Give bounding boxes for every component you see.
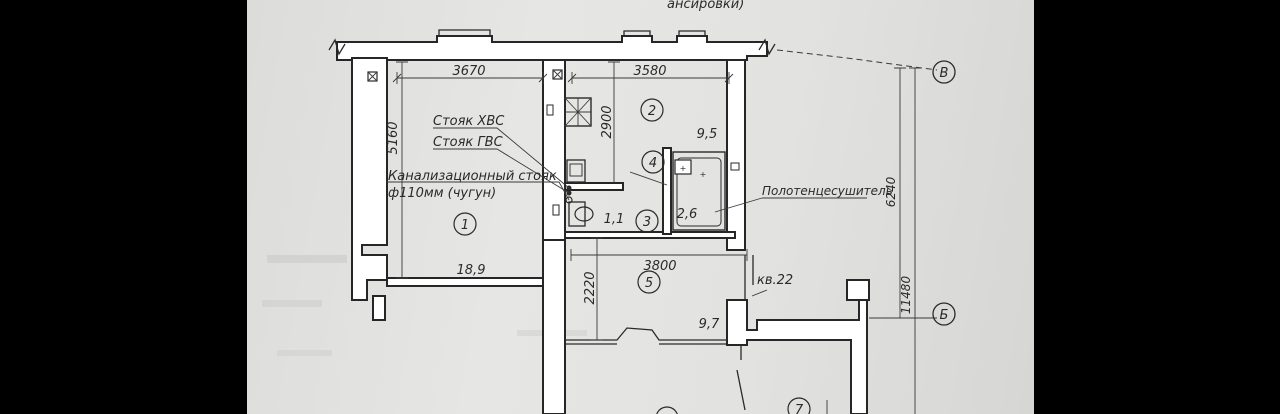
top-caption-fragment: ансировки) <box>667 0 744 12</box>
towel-dryer-label: Полотенцесушитель <box>762 184 893 198</box>
washbasin-icon <box>674 159 692 175</box>
svg-text:+: + <box>680 164 687 173</box>
dim-line-5160 <box>396 61 408 279</box>
area-room-5: 9,7 <box>699 317 720 332</box>
leader-lines <box>387 127 867 297</box>
room1-bottom-wall <box>386 277 544 287</box>
right-black-bar <box>1034 0 1280 414</box>
left-outer-wall <box>351 57 388 301</box>
partition-wall-1-2 <box>542 59 566 241</box>
axis-markers: В Б <box>932 60 956 326</box>
dim-line-3670 <box>392 72 548 84</box>
wall-socket-1 <box>546 104 554 116</box>
kv22-boundary <box>744 255 754 300</box>
vent-shaft-small-left <box>367 71 378 82</box>
top-outer-wall <box>336 35 768 61</box>
right-outer-wall <box>726 59 746 251</box>
bathtub-icon <box>672 151 726 231</box>
floor-plan-drawing: ансировки) <box>262 0 956 414</box>
axis-label-v: В <box>940 66 949 81</box>
hot-riser-label: Стояк ГВС <box>433 135 504 150</box>
axis-line-v <box>776 49 938 71</box>
leader-kv22 <box>751 289 768 297</box>
area-room-4: 2,6 <box>677 207 698 222</box>
axis-bubble-v <box>932 60 956 84</box>
left-black-bar <box>0 0 247 414</box>
leader-cold-riser <box>433 127 570 189</box>
area-room-2: 9,5 <box>697 127 718 142</box>
dim-3670: 3670 <box>452 64 485 79</box>
room-1-circle <box>453 212 477 236</box>
axis-bubble-b <box>932 302 956 326</box>
room-6-circle-partial <box>656 406 678 414</box>
room-4-number: 4 <box>649 156 657 171</box>
dim-3800: 3800 <box>643 259 676 274</box>
dim-line-2900 <box>608 61 620 183</box>
fixtures: + + <box>367 69 740 231</box>
dim-5160: 5160 <box>386 121 401 154</box>
corridor-left-wall <box>542 239 566 414</box>
break-mark-left <box>328 38 346 56</box>
wall-socket-3 <box>730 162 740 171</box>
svg-text:+: + <box>700 170 707 179</box>
dim-line-2220 <box>591 237 603 341</box>
area-room-3: 1,1 <box>604 212 625 227</box>
dim-2220: 2220 <box>583 271 598 304</box>
room-3-circle <box>635 209 659 233</box>
dim-6240: 6240 <box>884 176 898 207</box>
toilet-icon <box>568 201 586 227</box>
lower-right-column <box>846 279 870 301</box>
room-5-number: 5 <box>645 276 653 291</box>
room-2-circle <box>640 98 664 122</box>
kitchen-sink-icon <box>566 159 586 183</box>
dim-line-3580 <box>567 72 734 84</box>
dim-line-3800 <box>570 249 748 261</box>
cold-riser-label: Стояк ХВС <box>433 114 505 129</box>
vent-shaft-small-mid <box>552 69 563 80</box>
wall-socket-2 <box>552 204 560 216</box>
axis-label-b: Б <box>940 308 949 323</box>
room-1-number: 1 <box>461 218 469 233</box>
room-markers: 1 2 3 4 5 7 <box>453 98 811 414</box>
leader-room4 <box>629 171 668 186</box>
room-2-number: 2 <box>648 104 656 119</box>
wet-zone-wall-top <box>564 182 624 191</box>
walls <box>328 29 870 414</box>
bleed-through-marks <box>262 255 587 356</box>
corridor-door-line <box>565 327 727 341</box>
dim-2900: 2900 <box>600 105 615 138</box>
dimension-lines <box>392 49 938 414</box>
apartment-label: кв.22 <box>757 273 793 288</box>
window-3 <box>678 30 706 36</box>
leader-hot-riser <box>433 148 570 194</box>
room-7-number: 7 <box>795 403 804 414</box>
lower-left-stub <box>372 295 386 321</box>
bathroom-wall-left <box>662 147 672 235</box>
dim-line-11480 <box>909 67 921 414</box>
window-2 <box>623 30 651 36</box>
leader-sewer-riser <box>387 181 570 201</box>
floor-plan-sheet: ансировки) <box>247 0 1034 414</box>
room-7-circle <box>787 397 811 414</box>
area-room-1: 18,9 <box>457 263 486 278</box>
dim-3580: 3580 <box>633 64 666 79</box>
room-4-circle <box>641 150 665 174</box>
bottom-door-mark <box>736 345 746 411</box>
room-3-number: 3 <box>643 215 651 230</box>
sewer-riser-label-line2: ф110мм (чугун) <box>388 186 496 201</box>
window-1 <box>438 29 491 36</box>
room-5-circle <box>637 270 661 294</box>
dim-11480: 11480 <box>899 276 913 315</box>
leader-towel-dryer <box>714 197 867 213</box>
lower-right-wall <box>726 299 868 414</box>
wet-zone-wall-bottom <box>564 231 736 239</box>
sewer-riser-label-line1: Канализационный стояк <box>388 169 557 184</box>
break-mark-right <box>758 38 776 56</box>
